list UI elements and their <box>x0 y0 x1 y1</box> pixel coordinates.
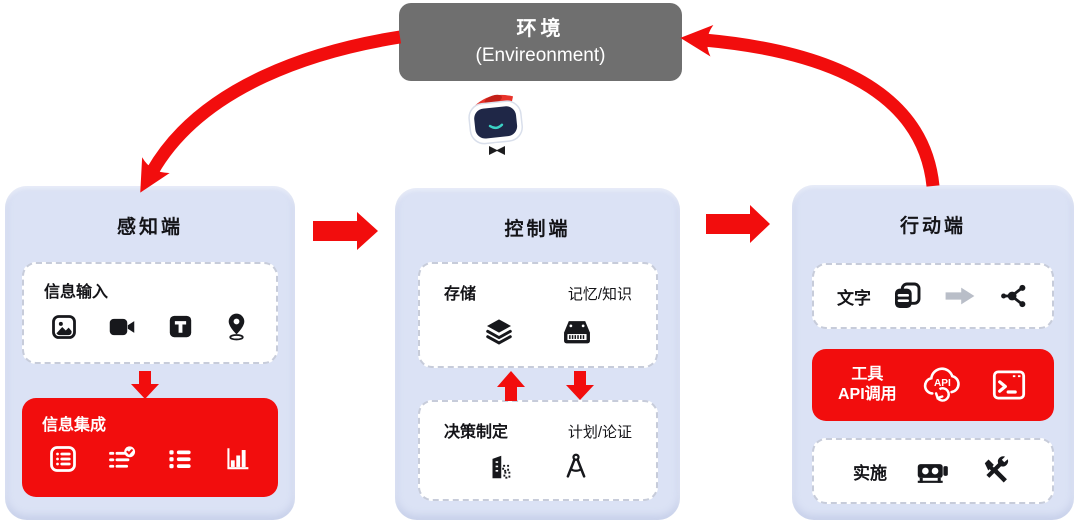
environment-box: 环境 (Envireonment) <box>399 3 682 81</box>
control-panel: 控制端 存储 记忆/知识 <box>395 188 680 520</box>
storage-sublabel: 记忆/知识 <box>567 286 632 303</box>
tool-api-box: 工具 API调用 API <box>812 349 1054 421</box>
info-integration-box: 信息集成 <box>22 398 278 497</box>
perception-panel-title: 感知端 <box>116 217 183 238</box>
compass-icon <box>566 453 586 478</box>
text-output-label: 文字 <box>837 288 871 308</box>
control-panel-title: 控制端 <box>504 219 571 240</box>
location-pin-icon <box>228 313 245 341</box>
cloud-api-text: API <box>934 378 951 389</box>
perception-panel: 感知端 信息输入 <box>5 186 295 520</box>
machine-icon <box>917 464 948 483</box>
video-camera-icon <box>110 318 135 335</box>
decision-sublabel: 计划/论证 <box>567 424 632 441</box>
info-input-box: 信息输入 <box>22 262 278 364</box>
list-box-icon <box>50 445 76 472</box>
text-icon <box>169 315 191 338</box>
arrow-perception-to-control <box>313 212 378 250</box>
text-output-box: 文字 <box>812 263 1054 329</box>
bullet-list-icon <box>169 449 191 468</box>
tools-icon <box>984 456 1009 483</box>
environment-title-en: (Envireonment) <box>475 44 606 66</box>
implement-label: 实施 <box>853 463 887 483</box>
implement-box: 实施 <box>812 438 1054 504</box>
decision-box: 决策制定 计划/论证 <box>418 400 658 501</box>
cloud-api-icon: API <box>924 367 961 402</box>
terminal-icon <box>992 370 1026 400</box>
action-panel-title: 行动端 <box>899 216 966 237</box>
tool-label-line1: 工具 <box>851 366 884 383</box>
storage-label: 存储 <box>444 286 477 303</box>
share-network-icon <box>1001 284 1026 308</box>
image-icon <box>52 314 76 339</box>
bar-chart-icon <box>227 448 249 470</box>
robot-mascot <box>468 94 538 190</box>
info-input-label: 信息输入 <box>44 284 109 301</box>
arrow-right-icon <box>945 287 975 305</box>
info-integration-label: 信息集成 <box>42 417 107 434</box>
storage-drive-icon <box>564 321 590 344</box>
arrow-control-to-action <box>706 205 770 243</box>
tool-label-line2: API调用 <box>838 386 897 403</box>
stack-icon <box>486 319 512 345</box>
storage-box: 存储 记忆/知识 <box>418 262 658 368</box>
decision-label: 决策制定 <box>444 424 509 441</box>
action-panel: 行动端 文字 <box>792 185 1074 520</box>
arrow-action-to-environment <box>680 24 940 187</box>
checklist-icon <box>109 446 136 468</box>
arrow-environment-to-perception <box>140 30 402 193</box>
copy-documents-icon <box>895 282 921 308</box>
building-icon <box>492 455 511 479</box>
environment-title-zh: 环境 <box>516 17 565 40</box>
